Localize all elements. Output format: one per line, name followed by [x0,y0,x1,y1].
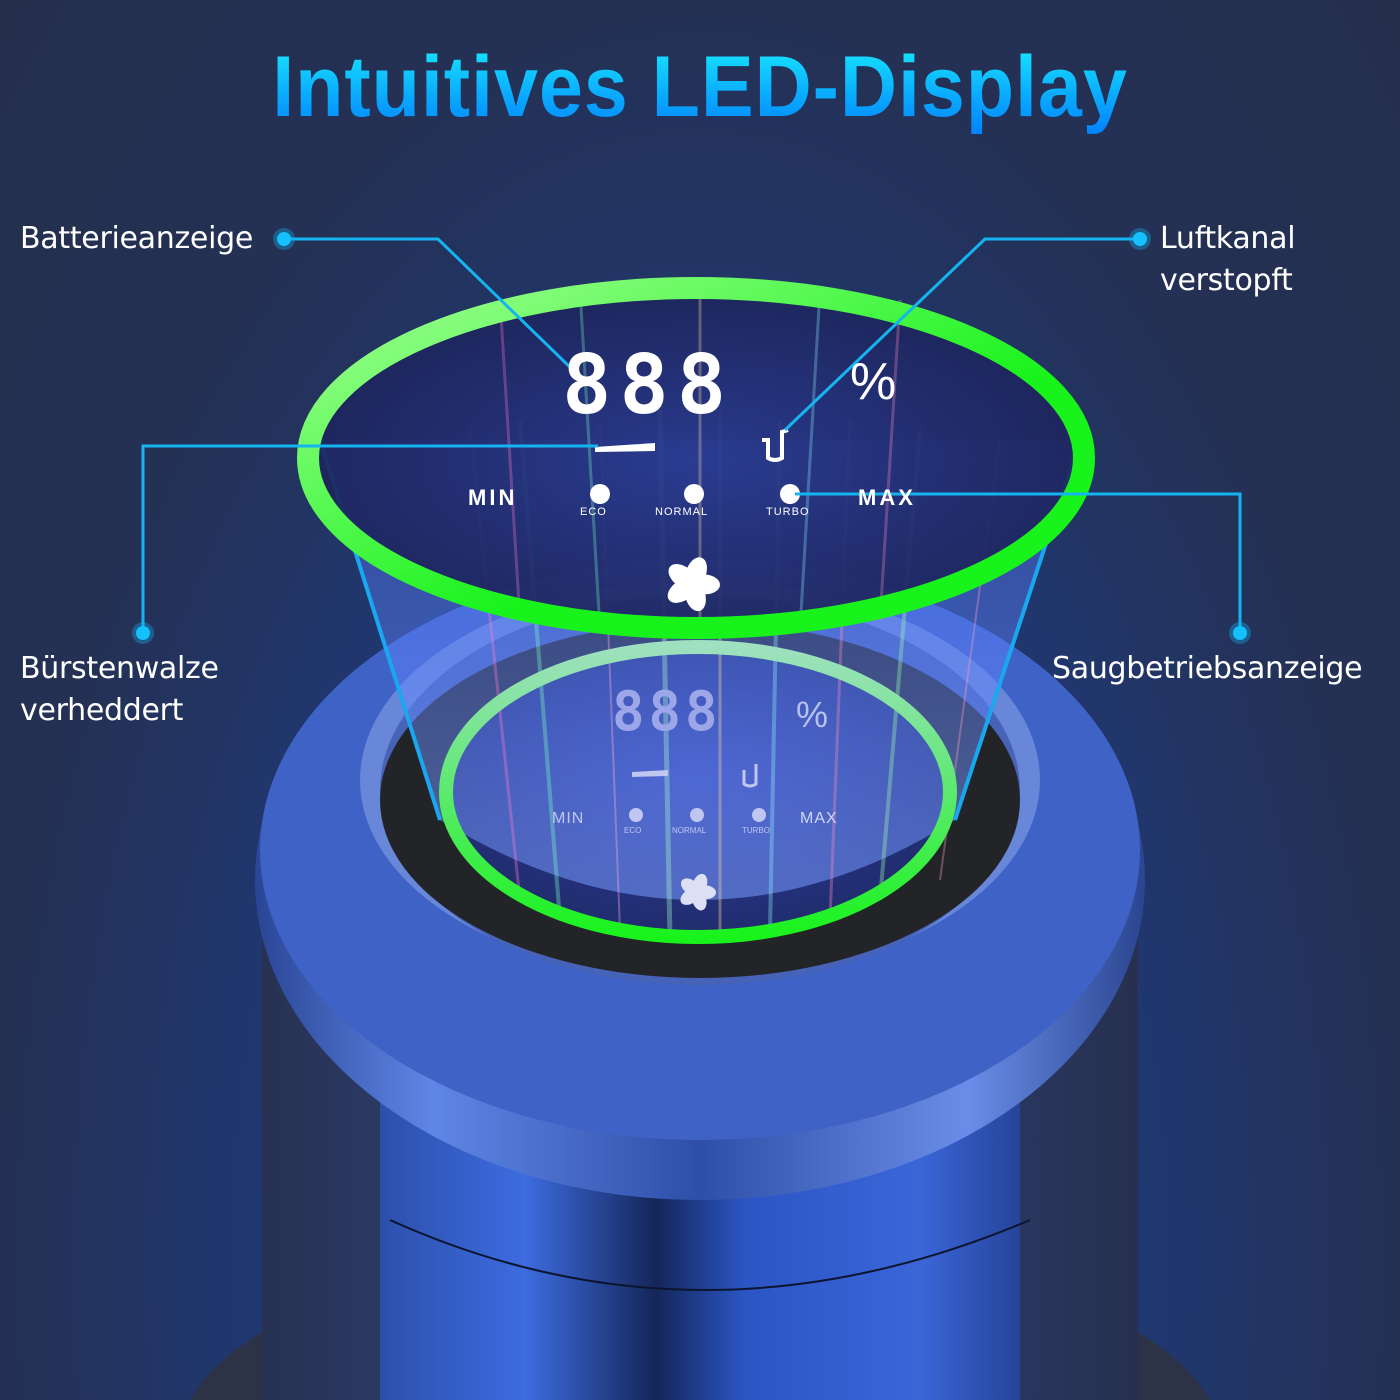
percent-sign-small: % [796,694,829,735]
brush-roll-icon-small [632,770,668,777]
mode-turbo-label-small: TURBO [742,826,770,835]
mode-max-label: MAX [858,485,916,510]
mode-normal-label-small: NORMAL [672,826,707,835]
brush-label-line2: verheddert [20,693,184,728]
lower-status-ring [439,640,957,944]
airway-label-line1: Luftkanal [1160,221,1296,256]
mode-eco-label-small: ECO [624,826,642,835]
brush-label-line1: Bürstenwalze [20,651,219,686]
battery-digits: 888 [562,338,735,433]
mode-max-label-small: MAX [800,810,838,827]
airway-blocked-icon [762,428,789,462]
callout-lines [141,237,1242,632]
mode-min-label: MIN [468,485,518,510]
suction-mode-label: Saugbetriebsanzeige [1052,651,1363,686]
battery-indicator-label: Batterieanzeige [20,221,254,256]
mode-normal-label: NORMAL [655,506,709,518]
airway-label-line2: verstopft [1160,263,1293,298]
fan-icon [667,557,720,612]
upper-status-ring [297,277,1095,639]
percent-sign: % [850,353,897,411]
battery-digits-small: 888 [612,680,722,743]
callout-dots [132,228,1251,644]
airway-blocked-label: Luftkanal verstopft [1160,218,1296,302]
page-title: Intuitives LED-Display [56,38,1344,137]
turbo-dot [780,484,800,504]
mode-turbo-label: TURBO [766,506,810,518]
brush-roll-icon [595,443,655,452]
eco-dot [590,484,610,504]
airway-icon-small [742,764,758,788]
mode-eco-label: ECO [580,506,607,518]
brush-roll-tangled-label: Bürstenwalze verheddert [20,648,219,732]
normal-dot [684,484,704,504]
mode-min-label-small: MIN [552,810,585,827]
fan-icon-small [680,873,716,911]
